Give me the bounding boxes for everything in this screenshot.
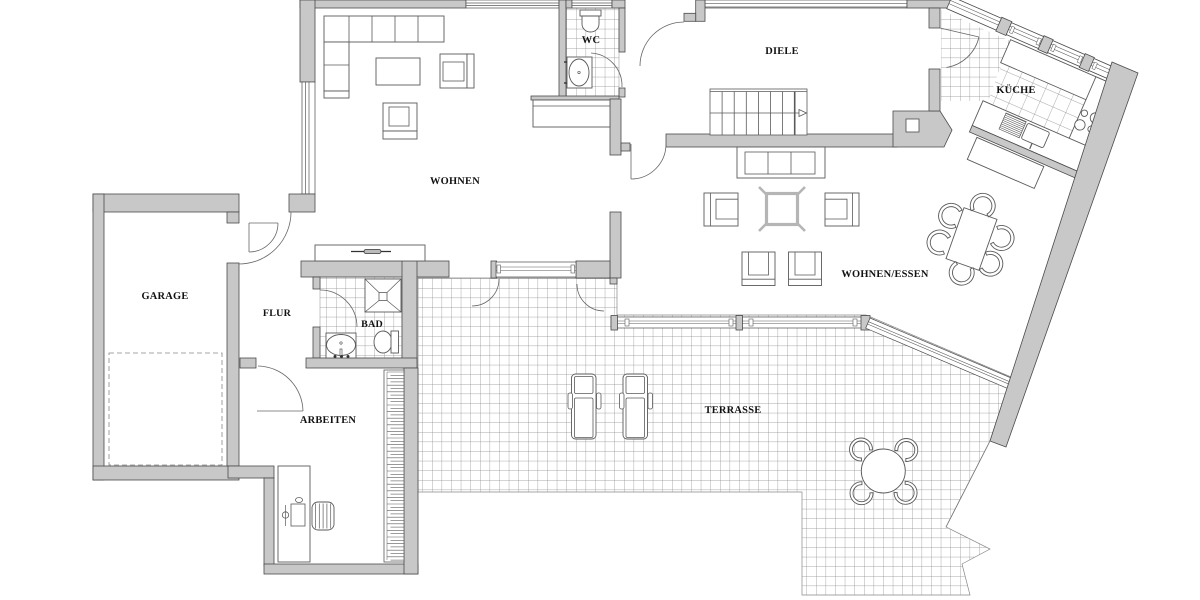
svg-text:ARBEITEN: ARBEITEN <box>300 415 357 426</box>
svg-text:TERRASSE: TERRASSE <box>705 405 762 416</box>
svg-text:KÜCHE: KÜCHE <box>996 84 1035 96</box>
svg-text:WC: WC <box>582 35 600 46</box>
svg-text:BAD: BAD <box>361 319 383 330</box>
svg-text:GARAGE: GARAGE <box>141 291 188 302</box>
svg-text:WOHNEN: WOHNEN <box>430 176 480 187</box>
svg-text:FLUR: FLUR <box>263 308 292 319</box>
svg-text:WOHNEN/ESSEN: WOHNEN/ESSEN <box>841 269 929 280</box>
svg-text:DIELE: DIELE <box>765 46 799 57</box>
